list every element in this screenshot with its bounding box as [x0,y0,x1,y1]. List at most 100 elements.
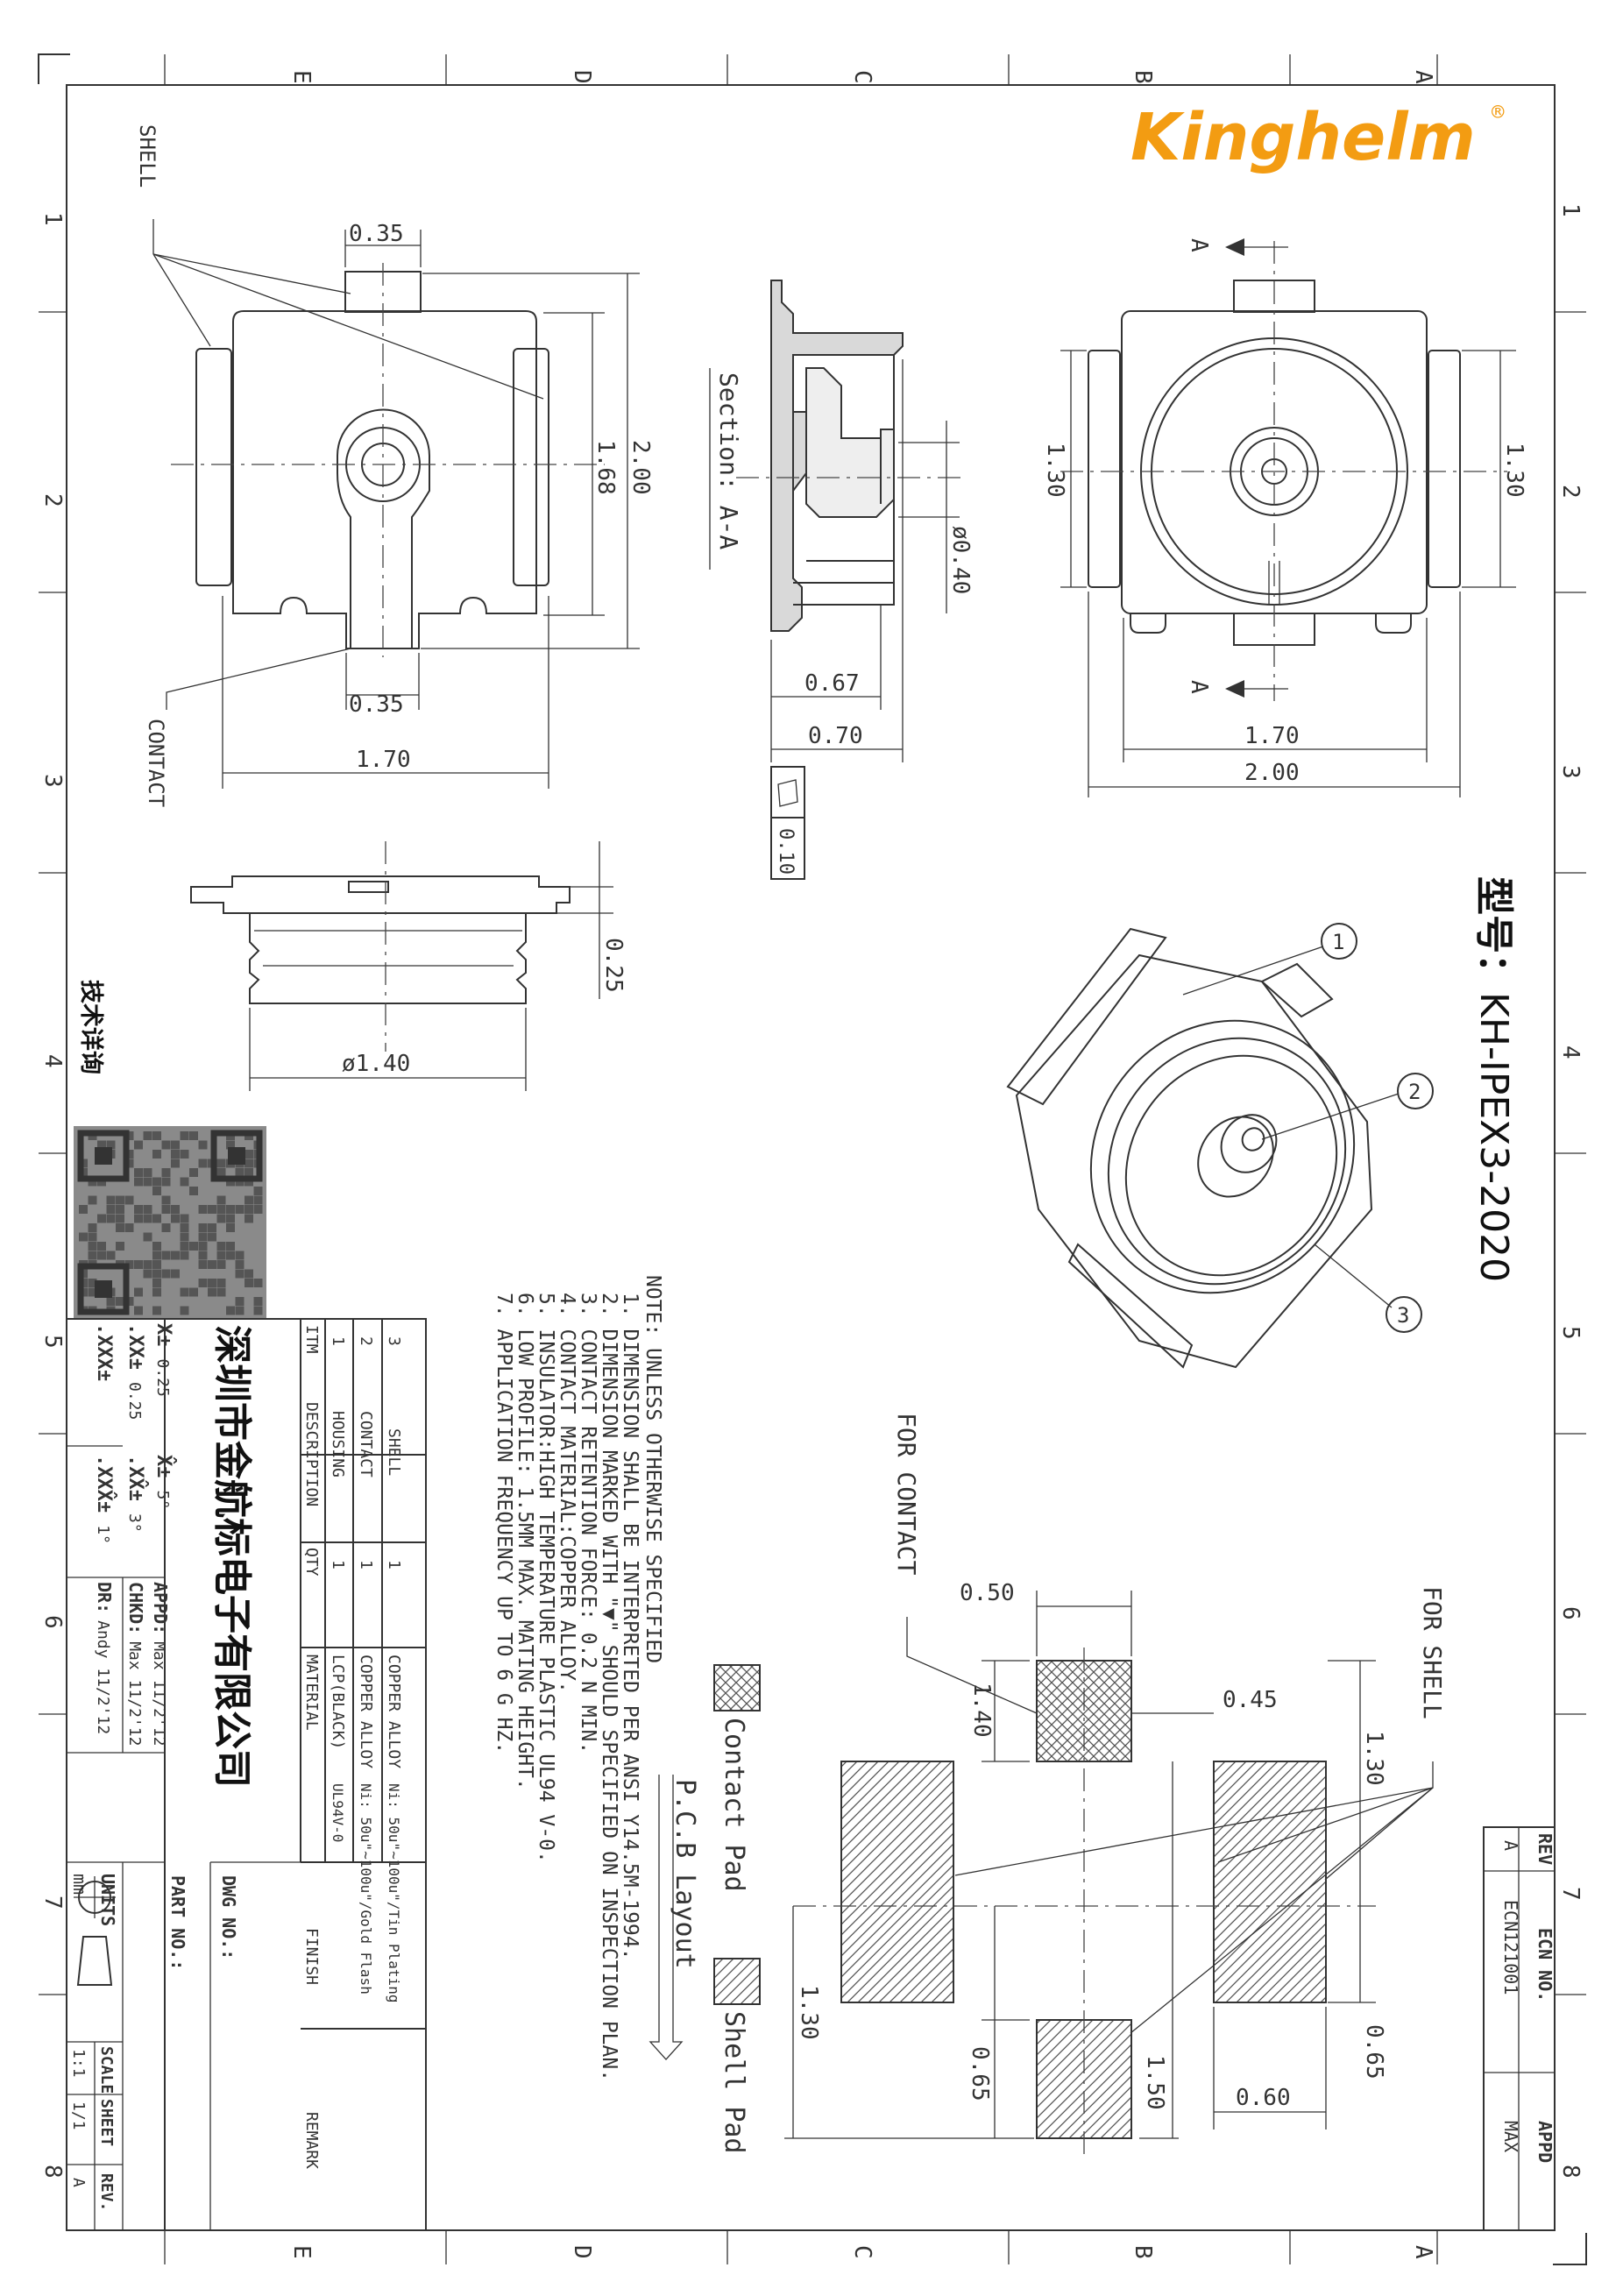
dim-flatness: 0.10 [775,828,797,875]
dim-bottom-h-left: 1.30 [1042,443,1068,498]
notes-header: NOTE: UNLESS OTHERWISE SPECIFIED [641,1275,664,1663]
section-view [709,280,964,880]
isometric-view [1006,923,1434,1369]
svg-text:UL94V-0: UL94V-0 [330,1783,346,1842]
for-shell-label: FOR SHELL [1418,1586,1447,1719]
svg-text:SHELL: SHELL [385,1428,403,1476]
note-item: 3. CONTACT RETENTION FORCE: 0.2 N MIN. [577,1293,599,1754]
dim-pcb-150: 1.50 [1142,2055,1168,2110]
section-mark-top: A [1186,238,1212,252]
zone-letter: B [1130,2245,1156,2259]
zone-letter: A [1410,70,1436,84]
frame [38,53,1587,2265]
revision-header: REV [1534,1833,1556,1865]
dim-bottom-h-right: 1.30 [1501,443,1527,498]
dim-side-height: 0.25 [600,938,627,993]
note-item: 6. LOW PROFILE: 1.5MM MAX. MATING HEIGHT… [514,1293,536,1790]
zone-number: 2 [1557,485,1584,499]
svg-text:QTY: QTY [302,1548,321,1577]
signoff: APPD:Max 11/2'12 CHKD:Max 11/2'12 DR:And… [94,1582,171,1746]
svg-text:FINISH: FINISH [302,1928,321,1985]
company-name: 深圳市金航标电子有限公司 [209,1325,254,1788]
svg-text:CONTACT: CONTACT [357,1411,375,1478]
zone-letter: D [569,2245,595,2259]
units-value: mm [69,1874,90,1895]
top-view [152,219,640,789]
note-item: 4. CONTACT MATERIAL:COPPER ALLOY. [556,1293,578,1693]
dim-height-inner: 1.68 [592,440,619,495]
svg-text:1: 1 [329,1560,347,1570]
zone-number: 7 [39,1896,66,1910]
revision-block [1483,1826,1556,2231]
dim-side-diameter: ø1.40 [342,1051,410,1077]
shell-pad-bottom [1036,2019,1132,2139]
svg-text:Ni: 50u"~100u"/Gold Flash: Ni: 50u"~100u"/Gold Flash [358,1783,374,1995]
svg-text:MATERIAL: MATERIAL [302,1655,321,1731]
svg-text:HOUSING: HOUSING [329,1411,347,1478]
side-view [190,841,613,1091]
zone-number: 1 [1557,203,1584,217]
dim-pcb-050: 0.50 [960,1580,1015,1606]
zone-letters-top: E D C B A [288,70,1436,84]
tol-label: .XXX̂±1° [93,1455,117,1544]
dim-bottom-w-outer: 2.00 [1244,760,1300,786]
revision-appd: MAX [1500,2121,1521,2152]
bottom-view [1060,238,1516,797]
callout-2: 2 [1408,1080,1421,1104]
svg-text:APPD:Max 11/2'12: APPD:Max 11/2'12 [150,1582,171,1746]
dim-pin-dia: ø0.40 [947,526,974,594]
dim-section-outer: 0.70 [808,723,863,749]
scale-label: SCALE [97,2046,116,2094]
svg-text:LCP(BLACK): LCP(BLACK) [329,1655,347,1749]
shell-pad-right [1213,1761,1327,2003]
zone-number: 6 [39,1615,66,1629]
model-number: 型号：KH-IPEX3-2020 [1471,876,1516,1282]
svg-text:2: 2 [357,1336,375,1346]
dim-pcb-065-left: 0.65 [967,2046,993,2101]
zone-number: 3 [39,774,66,788]
dwg-no-label: DWG NO.: [218,1875,239,1959]
zone-letter: D [569,70,595,84]
brand-logo: Kinghelm ® [1130,100,1505,175]
brand-registered-mark: ® [1492,100,1505,124]
pcb-layout [648,1591,1434,2156]
title-block [66,1318,427,2231]
dim-bottom-w-inner: 1.70 [1244,723,1300,749]
bom-table: ITM DESCRIPTION QTY MATERIAL FINISH REMA… [302,1325,403,2169]
model-value: KH-IPEX3-2020 [1471,992,1516,1282]
zone-letter: B [1130,70,1156,84]
dim-pcb-130-left: 1.30 [796,1985,822,2040]
legend-shell-pad: Shell Pad [719,2011,749,2154]
zone-number: 2 [39,493,66,507]
dim-pcb-065-right: 0.65 [1361,2024,1387,2080]
notes: NOTE: UNLESS OTHERWISE SPECIFIED 1. DIME… [493,1275,664,2081]
tol-label: X̂±5° [152,1455,176,1509]
zone-letters-bottom: E D C B A [288,2245,1436,2259]
dim-pcb-140: 1.40 [968,1683,995,1738]
tolerances: X±0.25 .XX±0.25 .XXX± X̂±5° .XX̂±3° .XXX… [93,1323,176,1544]
zone-letter: E [288,2245,315,2259]
units-label: UNITS [97,1874,118,1926]
dim-height-outer: 2.00 [627,440,654,495]
section-mark-bottom: A [1186,680,1212,694]
tol-label: .XX±0.25 [124,1323,146,1420]
tol-label: .XX̂±3° [124,1455,148,1533]
svg-text:Ni: 50u"~100u"/Tin Plating: Ni: 50u"~100u"/Tin Plating [386,1783,402,2002]
rev-value: A [69,2178,88,2187]
zone-number: 5 [1557,1326,1584,1340]
zone-number: 7 [1557,1887,1584,1901]
zone-letter: A [1410,2245,1436,2259]
zone-number: 3 [1557,765,1584,779]
tol-label: .XXX± [93,1323,115,1381]
dim-pcb-045: 0.45 [1223,1687,1278,1713]
revision-ecn: ECN121001 [1500,1900,1521,1995]
zone-number: 4 [1557,1045,1584,1059]
sheet-value: 1/1 [69,2101,88,2130]
rev-label: REV. [97,2173,116,2211]
zone-numbers-right: 1 2 3 4 5 6 7 8 [1557,203,1584,2179]
note-item: 2. DIMENSION MARKED WITH "▼" SHOULD SPEC… [598,1293,620,2081]
svg-text:CHKD:Max 11/2'12: CHKD:Max 11/2'12 [125,1582,146,1746]
revision-header: ECN NO. [1534,1928,1556,2002]
note-item: 7. APPLICATION FREQUENCY UP TO 6 G HZ. [493,1293,515,1754]
svg-text:1: 1 [385,1560,403,1570]
